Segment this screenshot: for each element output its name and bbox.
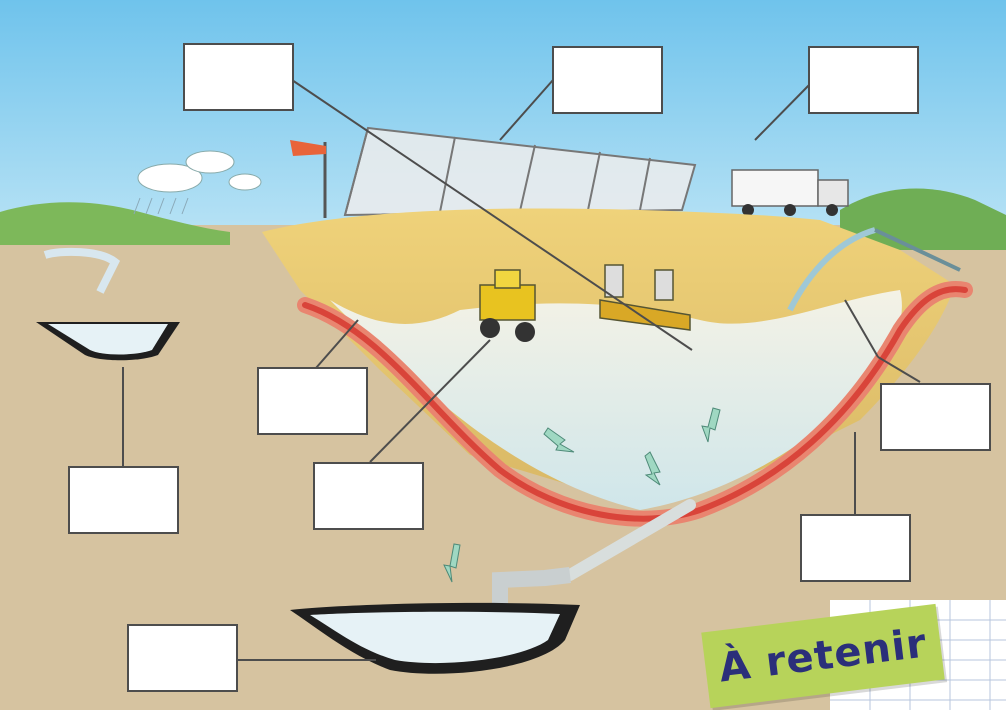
rain (133, 197, 189, 215)
label-box-liner-right[interactable] (800, 514, 911, 582)
flow-arrow (443, 407, 721, 583)
label-box-truck[interactable] (808, 46, 919, 114)
a-retenir-text: À retenir (716, 620, 930, 692)
label-box-leachate-basin[interactable] (127, 624, 238, 692)
runoff-basin-water (48, 324, 168, 355)
cloud (137, 150, 262, 193)
drain-pipe (564, 499, 696, 581)
barrier (599, 264, 691, 331)
label-box-fence[interactable] (183, 43, 294, 111)
label-box-right-layer[interactable] (880, 383, 991, 451)
bulldozer (479, 269, 536, 342)
left-hill (0, 202, 230, 245)
label-box-bulldozer[interactable] (313, 462, 424, 530)
waste-cell (330, 290, 902, 510)
leachate-basin-water (310, 611, 560, 664)
truck (731, 169, 849, 216)
windsock (290, 140, 326, 156)
runoff-pipe (43, 247, 121, 294)
gas-pipe (787, 227, 876, 312)
gas-pipe-head (874, 228, 961, 272)
label-box-runoff-basin[interactable] (68, 466, 179, 534)
label-box-top-middle[interactable] (552, 46, 663, 114)
drain-outlet (492, 567, 571, 610)
label-box-liner-left[interactable] (257, 367, 368, 435)
leader-lines (122, 79, 921, 661)
fence (343, 126, 697, 217)
